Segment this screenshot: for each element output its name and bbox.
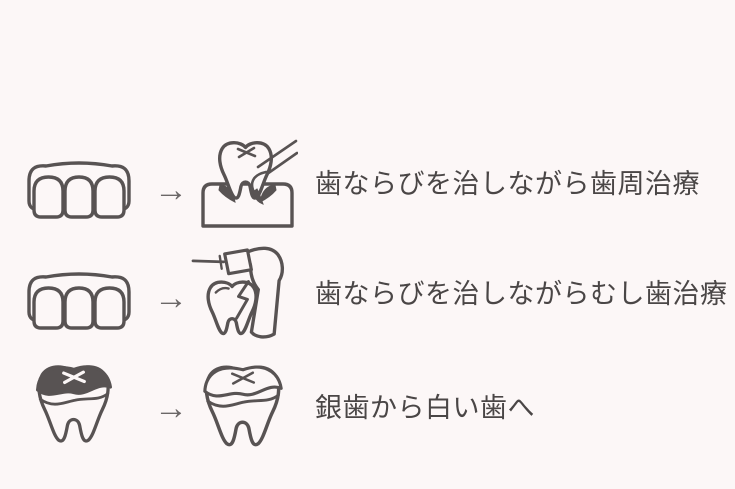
right-arrow-icon: → bbox=[154, 279, 188, 317]
treatment-label-periodontal: 歯ならびを治しながら歯周治療 bbox=[315, 169, 700, 199]
right-arrow-icon: → bbox=[154, 171, 188, 209]
aligned-front-teeth-icon bbox=[26, 160, 132, 222]
treatment-label-cavity: 歯ならびを治しながらむし歯治療 bbox=[315, 279, 728, 309]
silver-filled-tooth-icon bbox=[30, 358, 118, 449]
periodontal-scaling-tooth-icon bbox=[197, 137, 298, 229]
aligned-front-teeth-icon bbox=[26, 271, 132, 333]
right-arrow-icon: → bbox=[154, 389, 188, 427]
cavity-tooth-with-drill-icon bbox=[191, 245, 291, 341]
white-filled-tooth-icon bbox=[197, 358, 289, 453]
treatment-label-white-filling: 銀歯から白い歯へ bbox=[315, 393, 535, 423]
